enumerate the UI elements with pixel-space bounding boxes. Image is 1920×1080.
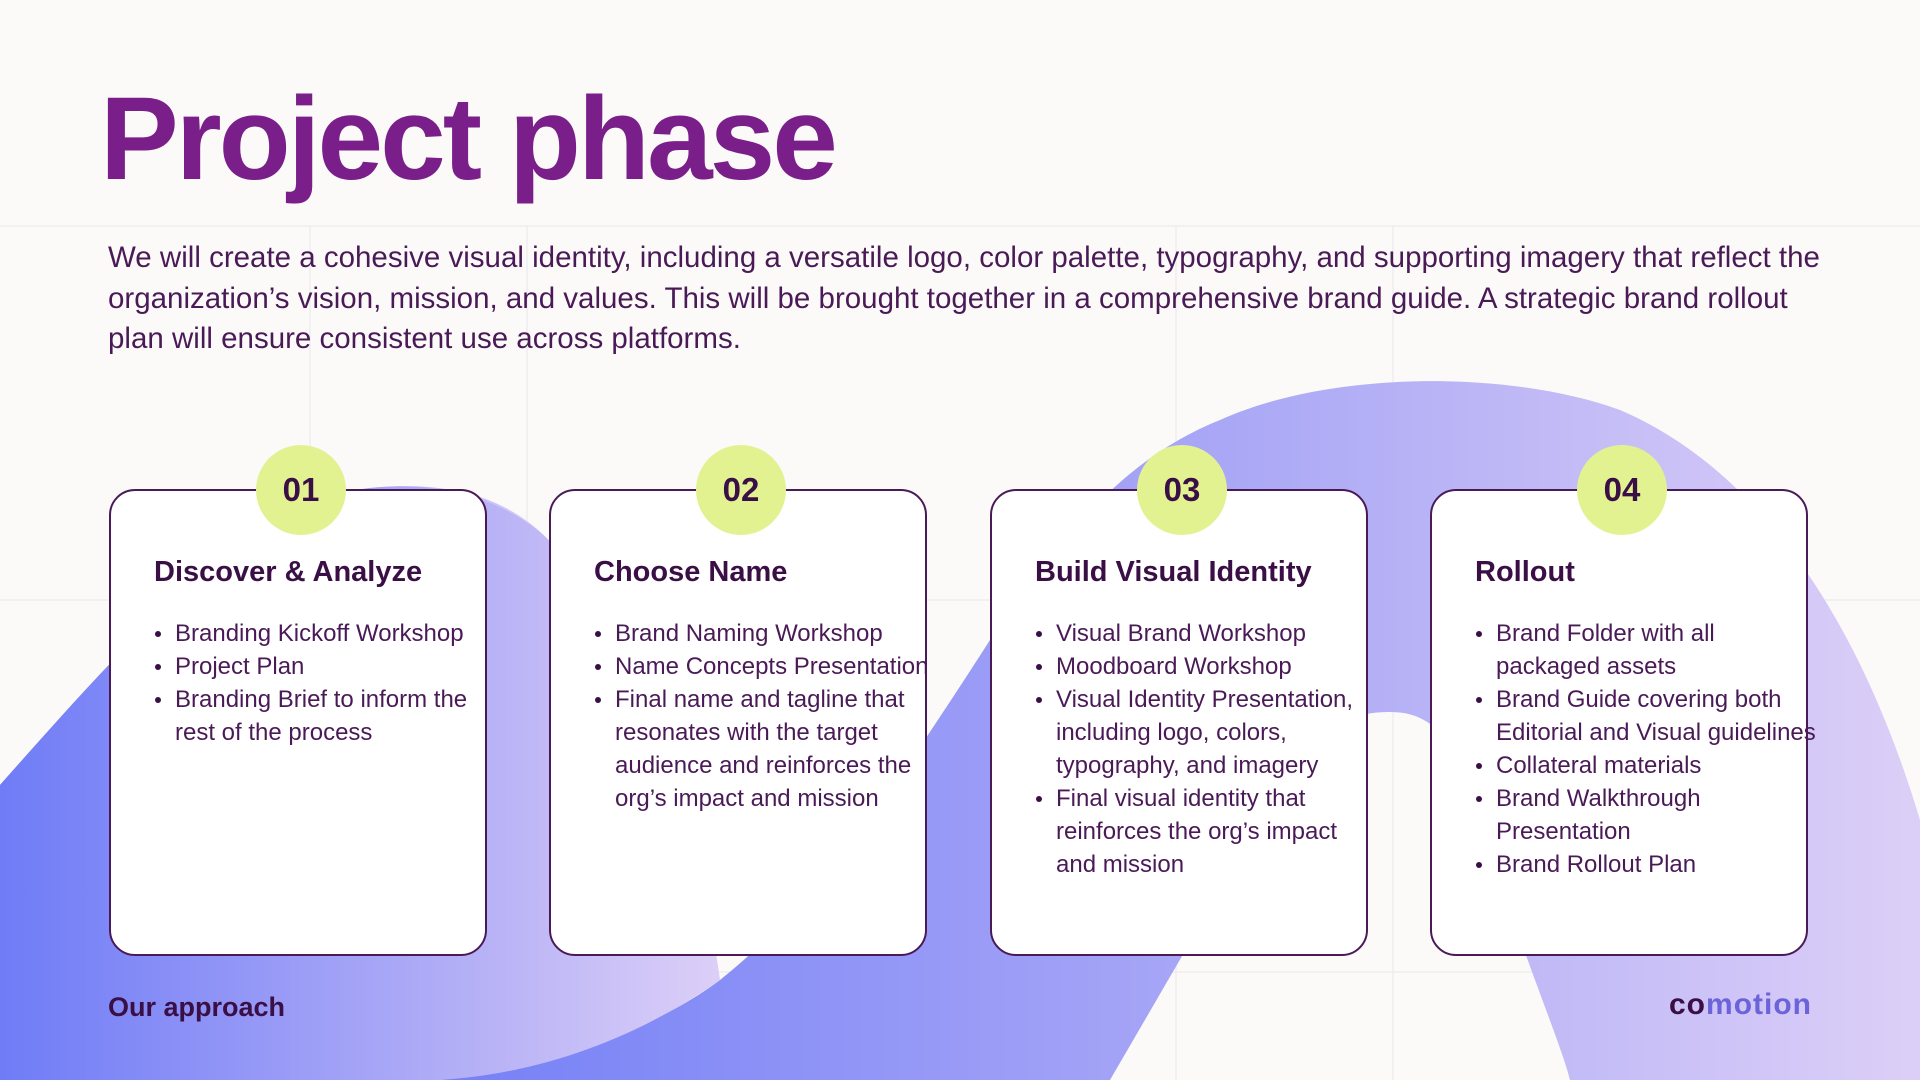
phase-deliverables-list: Visual Brand Workshop Moodboard Workshop… bbox=[1035, 617, 1376, 881]
list-item: Visual Identity Presentation, including … bbox=[1036, 683, 1376, 782]
list-item: Brand Folder with all packaged assets bbox=[1476, 617, 1816, 683]
phase-deliverables-list: Branding Kickoff Workshop Project Plan B… bbox=[154, 617, 495, 749]
section-label: Our approach bbox=[108, 992, 286, 1022]
phase-number-badge: 01 bbox=[256, 445, 346, 535]
phase-number-badge: 02 bbox=[696, 445, 786, 535]
phase-number-badge: 03 bbox=[1137, 445, 1227, 535]
comotion-logo: comotion bbox=[1669, 988, 1812, 1022]
phase-title: Rollout bbox=[1475, 556, 1575, 588]
phase-card-visual-identity: 03 Build Visual Identity Visual Brand Wo… bbox=[990, 445, 1368, 956]
logo-part-co: co bbox=[1669, 988, 1707, 1021]
intro-paragraph: We will create a cohesive visual identit… bbox=[108, 241, 1820, 355]
phase-card-rollout: 04 Rollout Brand Folder with all package… bbox=[1430, 445, 1816, 956]
list-item: Brand Rollout Plan bbox=[1476, 848, 1816, 881]
logo-part-motion: motion bbox=[1706, 988, 1812, 1021]
list-item: Brand Guide covering both Editorial and … bbox=[1476, 683, 1816, 749]
list-item: Final visual identity that reinforces th… bbox=[1036, 782, 1376, 881]
list-item: Final name and tagline that resonates wi… bbox=[595, 683, 935, 815]
page-title: Project phase bbox=[100, 73, 838, 205]
list-item: Brand Walkthrough Presentation bbox=[1476, 782, 1816, 848]
phase-deliverables-list: Brand Naming Workshop Name Concepts Pres… bbox=[594, 617, 935, 815]
phase-title: Choose Name bbox=[594, 556, 788, 588]
phase-deliverables-list: Brand Folder with all packaged assets Br… bbox=[1475, 617, 1816, 881]
phase-number-badge: 04 bbox=[1577, 445, 1667, 535]
phase-card-choose-name: 02 Choose Name Brand Naming Workshop Nam… bbox=[549, 445, 929, 956]
list-item: Moodboard Workshop bbox=[1036, 650, 1376, 683]
phase-title: Build Visual Identity bbox=[1035, 556, 1312, 588]
list-item: Project Plan bbox=[155, 650, 495, 683]
list-item: Branding Kickoff Workshop bbox=[155, 617, 495, 650]
list-item: Brand Naming Workshop bbox=[595, 617, 935, 650]
list-item: Collateral materials bbox=[1476, 749, 1816, 782]
phase-title: Discover & Analyze bbox=[154, 556, 423, 588]
list-item: Name Concepts Presentation bbox=[595, 650, 935, 683]
list-item: Visual Brand Workshop bbox=[1036, 617, 1376, 650]
phase-card-discover: 01 Discover & Analyze Branding Kickoff W… bbox=[109, 445, 487, 956]
list-item: Branding Brief to inform the rest of the… bbox=[155, 683, 495, 749]
